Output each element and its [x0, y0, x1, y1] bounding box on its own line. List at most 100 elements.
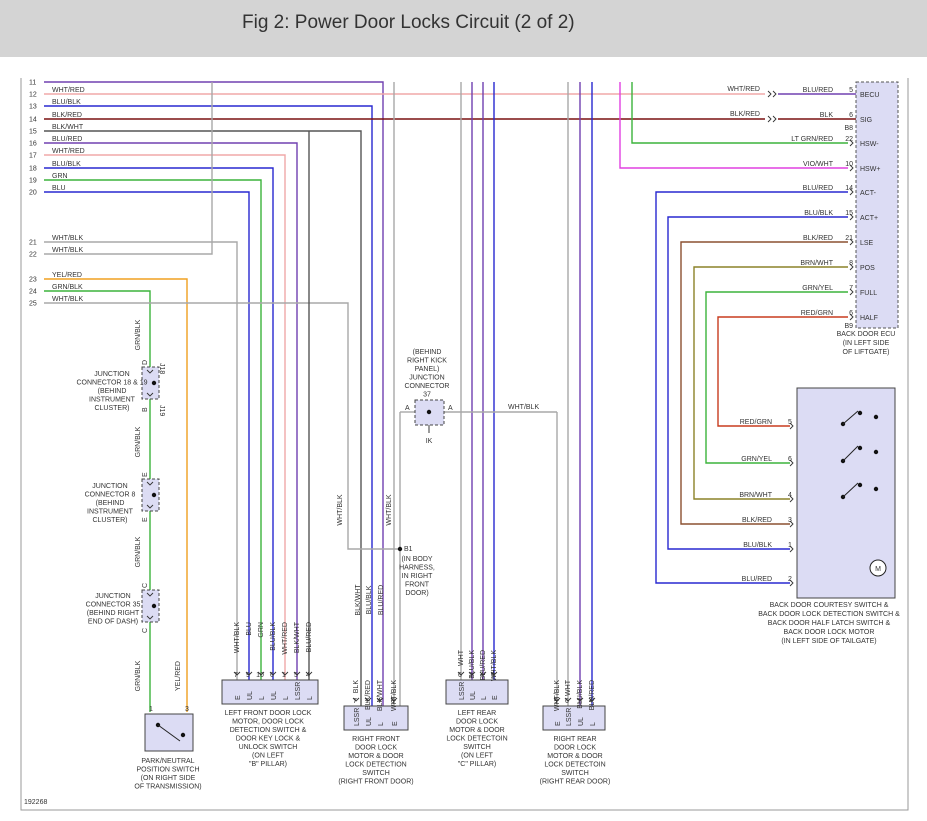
wire-pin-number: 22	[29, 252, 37, 259]
ecu-pin-number: B9	[844, 323, 853, 330]
door-pin-number: 6	[270, 672, 274, 679]
ecu-wire-color: BLU/BLK	[804, 210, 833, 217]
door-pin-name: L	[481, 696, 488, 700]
door-pin-name: UL	[578, 717, 585, 726]
splice-b1-label: DOOR)	[405, 590, 428, 597]
junction-chevron	[146, 369, 154, 374]
door-pin-number: 4	[589, 698, 593, 705]
switch-contact	[857, 410, 863, 416]
door-wire-color: BLK/WHT	[377, 679, 384, 711]
switch-contact	[180, 732, 186, 738]
ecu-pin-chevron	[849, 288, 854, 296]
wire-23-yel-red	[44, 278, 188, 712]
junction-8-label: (BEHIND	[96, 500, 125, 507]
door-pin-number: 8	[391, 698, 395, 705]
wire-25-wht-blk	[44, 302, 400, 550]
door-pin-number: 1	[469, 672, 473, 679]
door-wire-color: WHT/RED	[282, 622, 289, 655]
junction-connector-18-19	[141, 366, 160, 400]
wire-pin-number: 24	[29, 289, 37, 296]
left-rear-door-connector-label: DOOR LOCK	[456, 719, 498, 726]
wire-color-label: WHT/BLK	[52, 296, 83, 303]
ecu-pin-chevron	[849, 213, 854, 221]
door-pin-number: 4	[480, 672, 484, 679]
wire-color-label: GRN/BLK	[135, 426, 142, 457]
left-front-door-connector-label: "B" PILLAR)	[249, 761, 287, 768]
ecu-pin-number: 7	[849, 285, 853, 292]
bds-wire-color: BRN/WHT	[739, 492, 772, 499]
door-pin-number: 10	[256, 672, 264, 679]
junction-pin: B	[142, 407, 149, 412]
switch-blade	[842, 482, 859, 498]
bds-pin-number: 1	[788, 542, 792, 549]
wire-color-label: WHT/BLK	[508, 404, 539, 411]
door-pin-chevron	[245, 671, 253, 676]
ecu-pin-number: 21	[845, 235, 853, 242]
wire-act-minus	[655, 191, 848, 584]
left-front-door-connector-label: DETECTION SWITCH &	[230, 727, 307, 734]
ecu-label: OF LIFTGATE)	[843, 349, 890, 356]
junction-8-label: CLUSTER)	[92, 517, 127, 524]
diagram-frame	[20, 78, 909, 811]
left-rear-door-connector-label: (ON LEFT	[461, 753, 494, 760]
left-rear-door-connector-label: LEFT REAR	[458, 710, 496, 717]
splice-pin: B1	[404, 546, 413, 553]
switch-blade	[842, 410, 859, 425]
ecu-pin-number: B8	[844, 125, 853, 132]
switch-blade	[842, 445, 859, 462]
wire-color-label: BLU	[52, 185, 66, 192]
left-front-door-connector-label: LEFT FRONT DOOR LOCK	[225, 710, 312, 717]
door-wire-color: WHT/BLK	[491, 650, 498, 681]
junction-37-label: RIGHT KICK	[407, 358, 447, 365]
right-front-door-connector	[343, 705, 409, 731]
right-rear-door-connector-label: RIGHT REAR	[553, 736, 596, 743]
bds-pin-number: 4	[788, 492, 792, 499]
junction-chevron	[146, 392, 154, 397]
junction-tag: J19	[158, 405, 165, 416]
ecu-connector-chevron	[772, 90, 777, 98]
ecu-pin-number: 15	[845, 210, 853, 217]
junction-18-label: INSTRUMENT	[89, 397, 136, 404]
door-pin-chevron	[553, 697, 561, 702]
door-wire-color: BLU/RED	[306, 622, 313, 652]
ecu-pin-chevron	[849, 188, 854, 196]
ecu-pin-number: 14	[845, 185, 853, 192]
ecu-pin-number: 6	[849, 310, 853, 317]
ecu-pin-name: ACT-	[860, 190, 877, 197]
wire-pos	[693, 266, 848, 500]
splice-b1-label: (IN BODY	[401, 556, 432, 563]
junction-splice	[151, 492, 157, 498]
ground-label: IK	[426, 438, 433, 445]
wire-pin-number: 20	[29, 190, 37, 197]
door-pin-chevron	[468, 671, 476, 676]
wire-full	[705, 291, 848, 464]
door-pin-chevron	[233, 671, 241, 676]
door-pin-chevron	[457, 671, 465, 676]
ecu-pin-name: FULL	[860, 290, 877, 297]
ecu-pin-chevron	[849, 139, 854, 147]
wire-lt-grn-red	[631, 82, 848, 144]
junction-connector-35	[141, 589, 160, 623]
junction-8-label: CONNECTOR 8	[85, 492, 136, 499]
wire-19-grn	[44, 179, 262, 680]
switch-contact	[873, 486, 879, 492]
wire-pin-number: 16	[29, 141, 37, 148]
wire-color-label: GRN/BLK	[135, 660, 142, 691]
ecu-connector-chevron	[772, 115, 777, 123]
page-border	[20, 78, 909, 811]
wire-pin-number: 18	[29, 166, 37, 173]
left-rear-door-connector-label: LOCK DETECTOIN	[446, 736, 507, 743]
back-door-switch-label: BACK DOOR COURTESY SWITCH &	[770, 602, 889, 609]
junction-splice	[426, 409, 432, 415]
junction-connector-8	[141, 478, 160, 512]
bds-pin-number: 2	[788, 576, 792, 583]
back-door-switch-label: BACK DOOR LOCK DETECTION SWITCH &	[758, 611, 900, 618]
door-pin-number: 9	[554, 698, 558, 705]
switch-contact	[873, 449, 879, 455]
door-pin-name: LSSR	[295, 682, 302, 700]
ecu-pin-number: 5	[849, 87, 853, 94]
ecu-pin-number: 8	[849, 260, 853, 267]
wire-color-label: BLU/BLK	[52, 161, 81, 168]
wire-color-label: GRN	[52, 173, 68, 180]
motor-label: M	[875, 566, 881, 573]
